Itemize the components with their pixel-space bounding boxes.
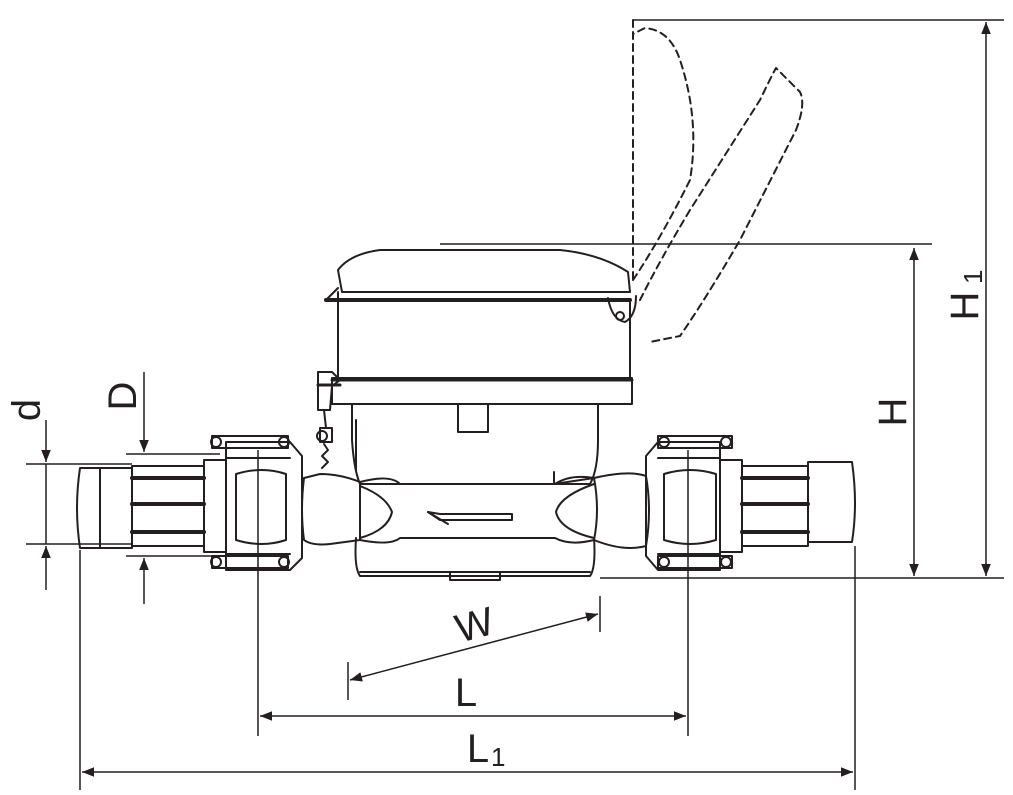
label-L1-main: L <box>467 727 489 771</box>
register-housing <box>330 299 634 485</box>
label-H1: H 1 <box>943 270 988 321</box>
dimension-W <box>347 596 601 700</box>
label-D: D <box>101 382 145 411</box>
label-W: W <box>451 599 499 651</box>
label-L: L <box>455 671 477 715</box>
label-L1: L 1 <box>467 727 506 772</box>
label-L1-sub: 1 <box>491 742 505 772</box>
lid-closed <box>324 249 637 323</box>
seal-tag <box>316 371 342 469</box>
dimension-H <box>440 243 932 576</box>
label-d: d <box>5 399 49 421</box>
label-H1-main: H <box>943 292 987 321</box>
meter-body <box>301 471 650 581</box>
lid-open-outline <box>632 19 804 343</box>
dimension-H1 <box>600 19 1004 579</box>
dimension-L <box>257 450 689 736</box>
dimension-D <box>126 372 220 604</box>
label-H: H <box>871 398 915 427</box>
dimension-L1 <box>79 546 856 790</box>
dimension-d <box>26 420 132 590</box>
left-connector <box>76 435 303 571</box>
right-connector <box>645 435 856 571</box>
label-H1-sub: 1 <box>958 270 988 284</box>
